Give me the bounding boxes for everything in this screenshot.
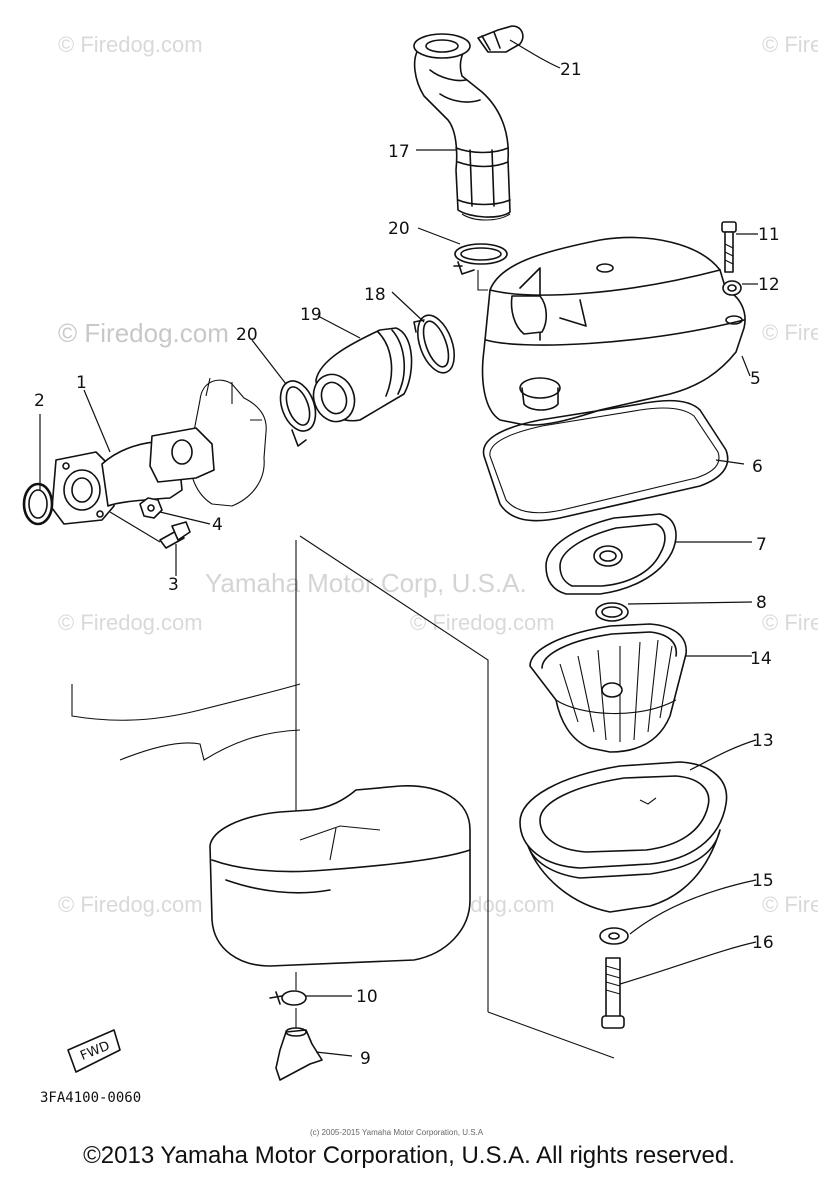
- callout-3: 3: [168, 575, 179, 595]
- callout-9: 9: [360, 1049, 371, 1069]
- callout-14: 14: [750, 649, 772, 669]
- callout-13: 13: [752, 731, 774, 751]
- part-hose-clamp-top: [453, 243, 508, 275]
- fine-print-copyright: (c) 2005-2015 Yamaha Motor Corporation, …: [310, 1128, 484, 1137]
- callout-21: 21: [560, 60, 582, 80]
- callout-19: 19: [300, 305, 322, 325]
- callout-20-left: 20: [236, 325, 258, 345]
- callout-17: 17: [388, 142, 410, 162]
- callout-12: 12: [758, 275, 780, 295]
- callout-1: 1: [76, 373, 87, 393]
- callout-6: 6: [752, 457, 763, 477]
- part-air-cleaner-case: [477, 236, 746, 426]
- fwd-direction-indicator: FWD: [67, 1029, 121, 1073]
- part-nut-4: [139, 497, 163, 519]
- watermark-firedog: © Firedog: [762, 610, 818, 635]
- part-air-filter-element: [519, 761, 728, 913]
- callout-2: 2: [34, 391, 45, 411]
- part-clamp-18: [413, 314, 456, 374]
- callout-numbers: 21 17 20 11 12 5 6 7 8 14 13 15 16 18 19…: [34, 60, 780, 1069]
- part-bolt-3: [109, 511, 191, 549]
- part-drain-plug: [275, 1008, 323, 1081]
- part-washer-12: [722, 280, 742, 296]
- part-hose-elbow: [477, 25, 524, 53]
- part-o-ring: [22, 482, 54, 526]
- part-case-gasket: [482, 399, 729, 522]
- callout-10: 10: [356, 987, 378, 1007]
- watermark-firedog: © Firedog.com: [410, 610, 555, 635]
- watermark-firedog: © Firedog.com: [58, 892, 203, 917]
- callout-7: 7: [756, 535, 767, 555]
- watermark-firedog: © Firedog: [762, 320, 818, 345]
- part-bolt-16: [601, 957, 625, 1029]
- part-frame-outline: [71, 535, 615, 1059]
- part-element-gasket: [545, 513, 677, 595]
- callout-18: 18: [364, 285, 386, 305]
- watermark-firedog: © Firedog: [762, 892, 818, 917]
- watermark-yamaha: Yamaha Motor Corp, U.S.A.: [205, 568, 527, 598]
- footer-copyright: ©2013 Yamaha Motor Corporation, U.S.A. A…: [83, 1142, 735, 1169]
- part-carburetor-joint: [312, 327, 413, 423]
- part-clip-10: [269, 972, 307, 1006]
- leader-lines: [39, 39, 758, 1057]
- drawing-code: 3FA4100-0060: [40, 1090, 141, 1106]
- callout-16: 16: [752, 933, 774, 953]
- callout-20: 20: [388, 219, 410, 239]
- watermark-firedog: © Firedog: [762, 32, 818, 57]
- watermark-firedog: © Firedog.com: [58, 610, 203, 635]
- watermark-firedog: © Firedog.com: [58, 32, 203, 57]
- part-ring-8: [595, 602, 629, 622]
- callout-5: 5: [750, 369, 761, 389]
- part-element-cage: [529, 623, 687, 753]
- part-bolt-11: [721, 221, 737, 273]
- part-carburetor-outline: [189, 377, 267, 507]
- callout-11: 11: [758, 225, 780, 245]
- callout-8: 8: [756, 593, 767, 613]
- callout-15: 15: [752, 871, 774, 891]
- callout-4: 4: [212, 515, 223, 535]
- part-washer-15: [599, 927, 629, 945]
- part-hose-clamp-left: [279, 380, 317, 447]
- part-intake-manifold: [51, 427, 215, 525]
- part-intake-duct: [413, 33, 511, 221]
- watermark-firedog: © Firedog.com: [58, 318, 229, 348]
